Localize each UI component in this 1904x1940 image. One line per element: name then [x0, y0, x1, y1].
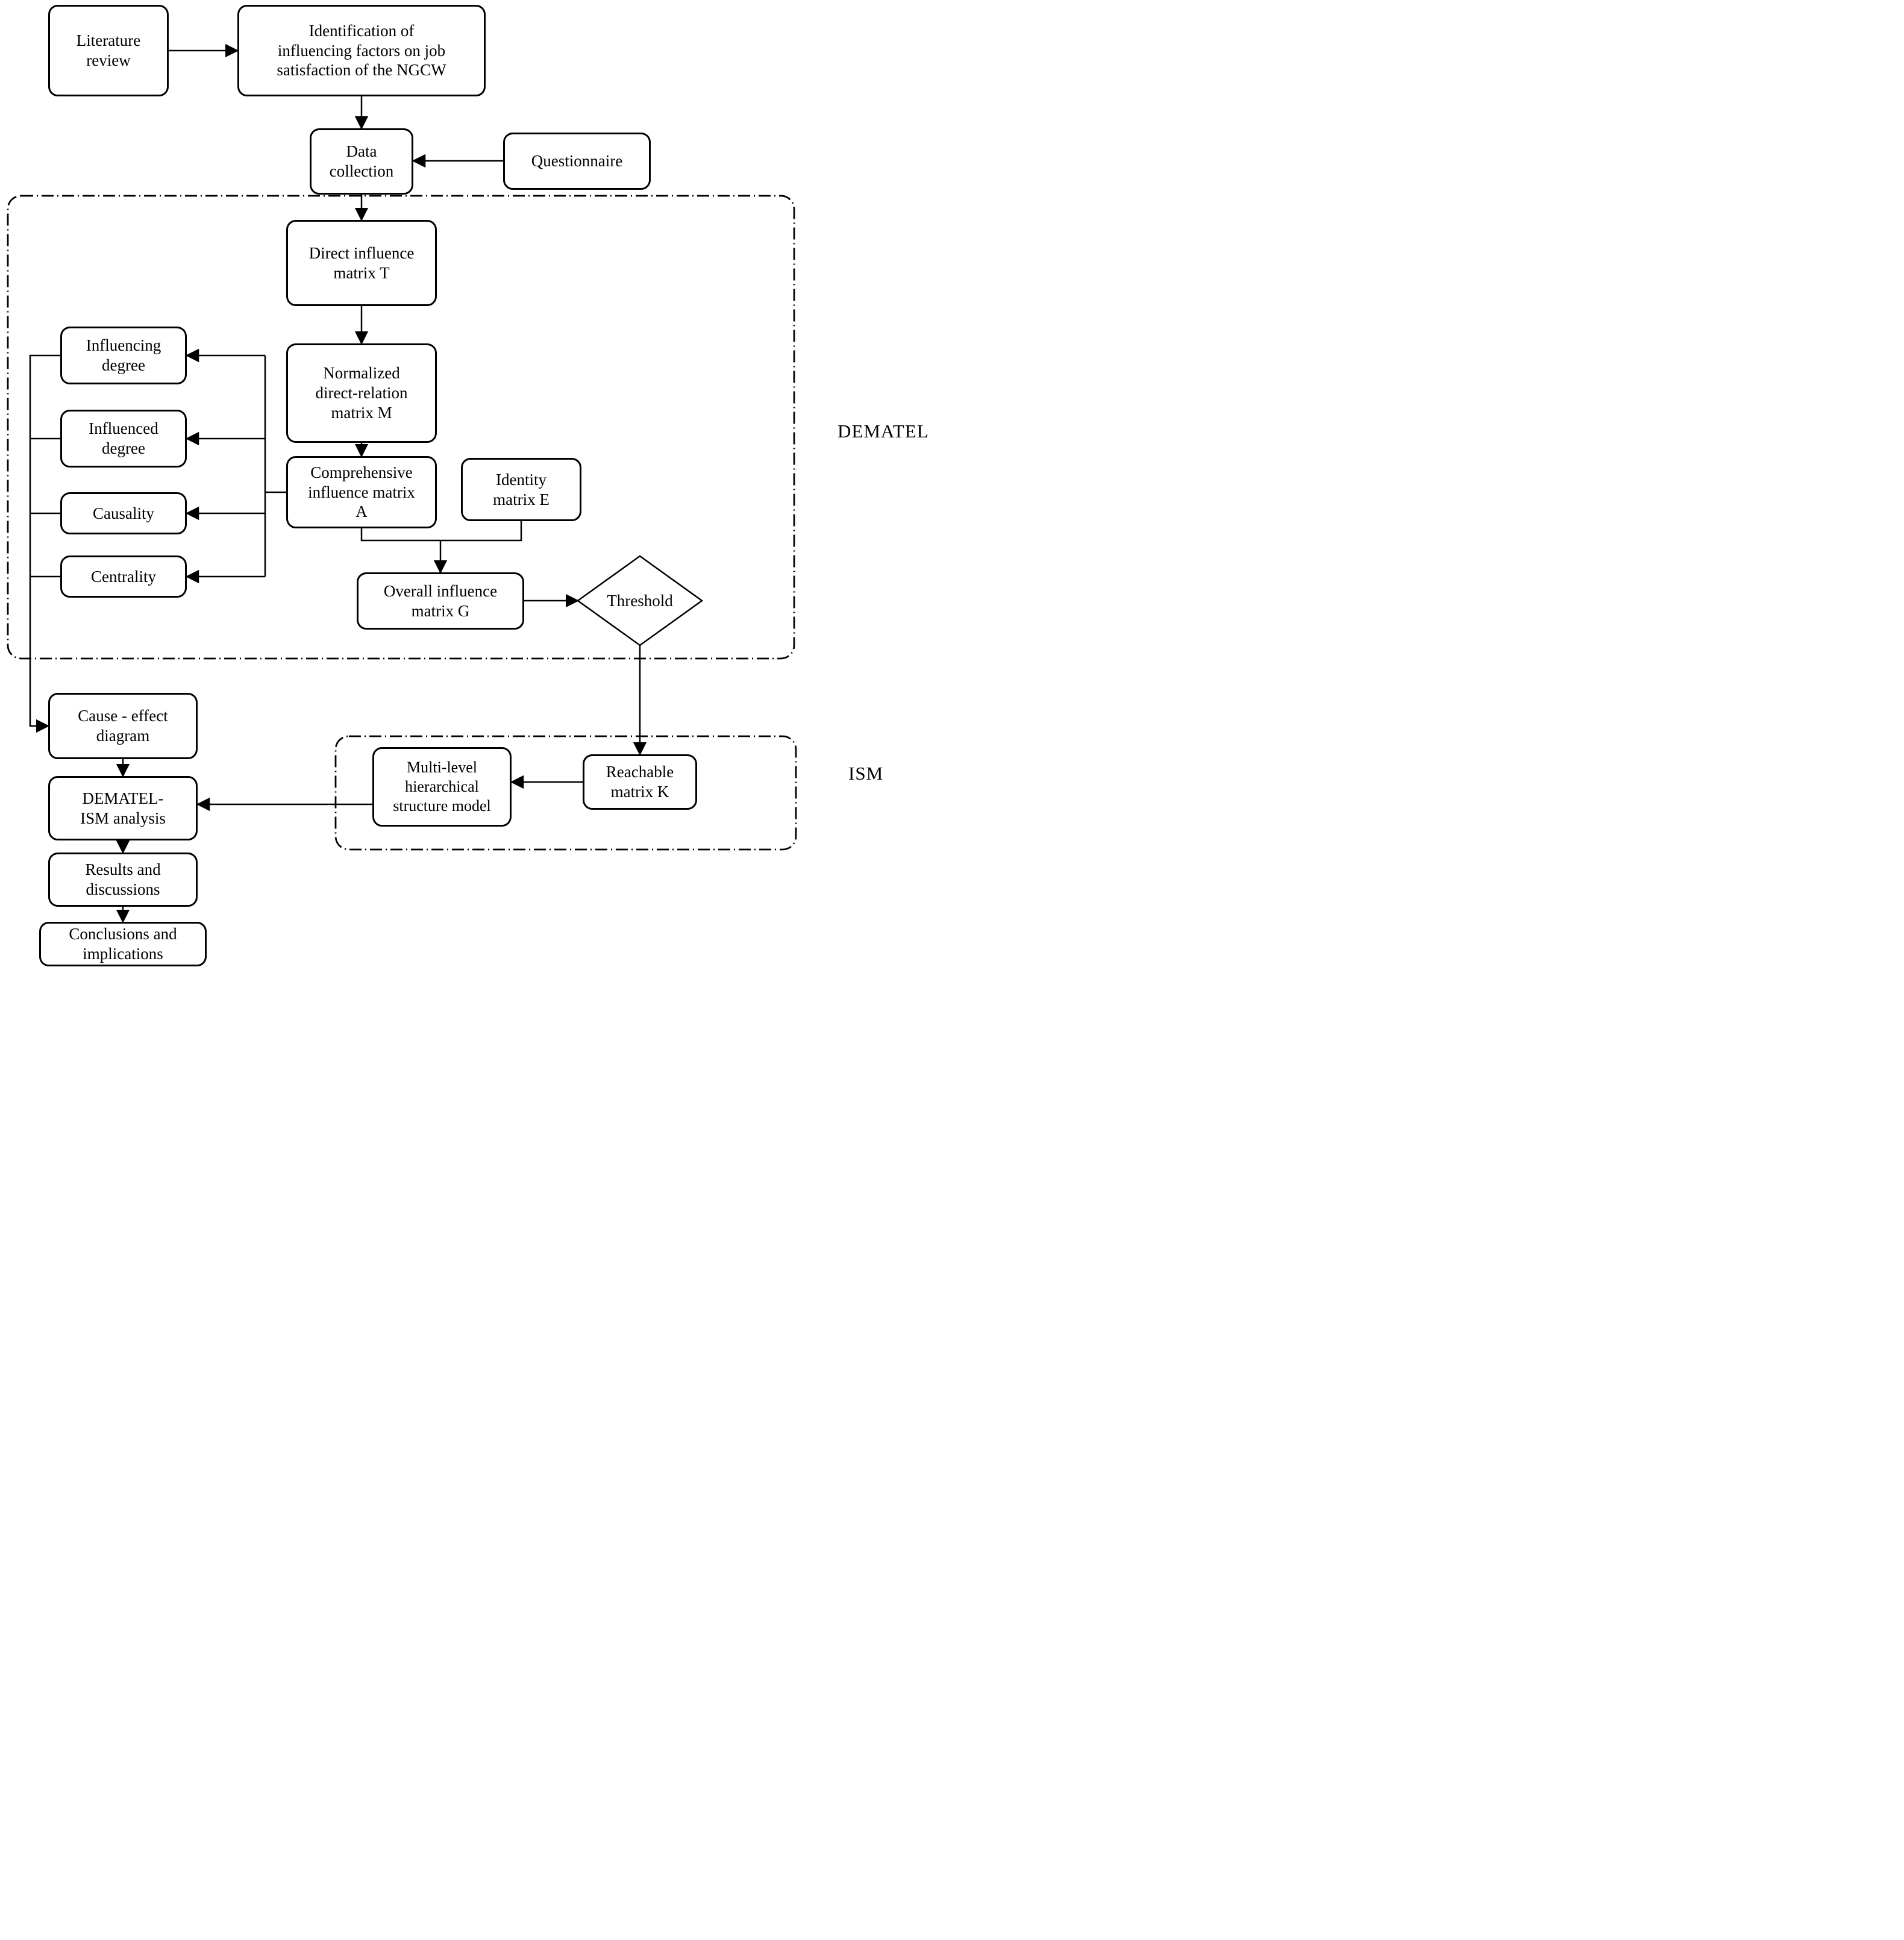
- node-identification: Identification of influencing factors on…: [237, 5, 486, 96]
- connector-measures-to-cause-effect: [29, 354, 60, 733]
- node-direct-influence-matrix: Direct influence matrix T: [286, 220, 437, 306]
- node-causality: Causality: [60, 492, 187, 534]
- dematel-region-border: [7, 195, 795, 660]
- node-results-discussions: Results and discussions: [48, 853, 198, 907]
- connector-layer: [7, 43, 797, 924]
- threshold-label: Threshold: [607, 591, 673, 610]
- node-centrality: Centrality: [60, 555, 187, 598]
- node-overall-matrix: Overall influence matrix G: [357, 572, 524, 630]
- ism-region-border: [334, 735, 797, 851]
- node-cause-effect-diagram: Cause - effect diagram: [48, 693, 198, 759]
- node-conclusions-implications: Conclusions and implications: [39, 922, 207, 966]
- node-influencing-degree: Influencing degree: [60, 327, 187, 384]
- dematel-region-label: DEMATEL: [838, 421, 929, 442]
- node-literature-review: Literature review: [48, 5, 169, 96]
- node-comprehensive-matrix: Comprehensive influence matrix A: [286, 456, 437, 528]
- node-influenced-degree: Influenced degree: [60, 410, 187, 468]
- flowchart-canvas: Literature review Identification of infl…: [0, 0, 952, 970]
- node-reachable-matrix: Reachable matrix K: [583, 754, 697, 810]
- node-multilevel-model: Multi-level hierarchical structure model: [372, 747, 512, 827]
- node-data-collection: Data collection: [310, 128, 413, 195]
- node-identity-matrix: Identity matrix E: [461, 458, 581, 521]
- connector-merge-a-e: [360, 521, 522, 542]
- node-questionnaire: Questionnaire: [503, 133, 651, 190]
- ism-region-label: ISM: [848, 763, 884, 784]
- node-dematel-ism-analysis: DEMATEL- ISM analysis: [48, 776, 198, 840]
- node-normalized-matrix: Normalized direct-relation matrix M: [286, 343, 437, 443]
